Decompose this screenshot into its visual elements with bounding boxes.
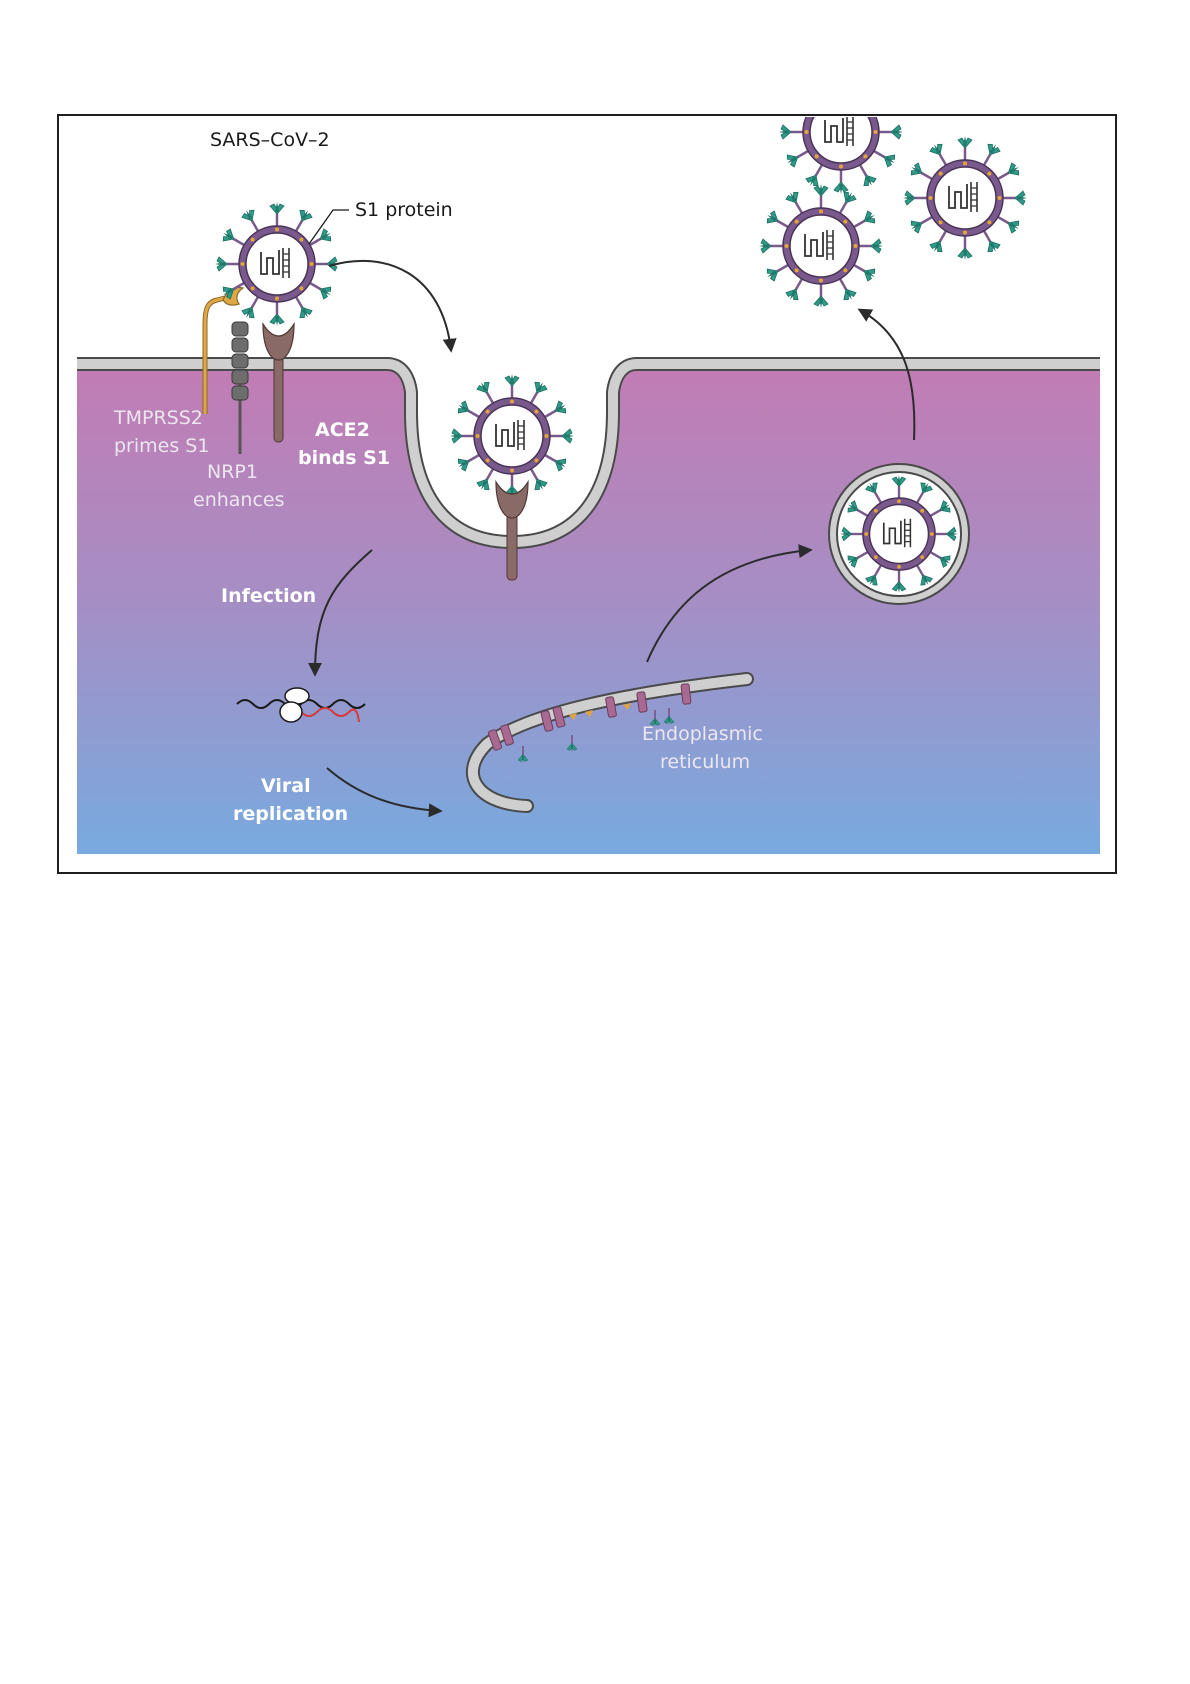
ace2-receptor-icon — [495, 479, 529, 581]
endosome-icon — [828, 463, 970, 605]
tmprss2-label: TMPRSS2 — [113, 407, 203, 429]
arrow-icon — [857, 308, 916, 441]
ace2-receptor-icon — [262, 321, 295, 443]
er-label-sub: reticulum — [660, 751, 750, 773]
er-icon — [465, 672, 754, 813]
ace2-label: ACE2 — [315, 419, 370, 441]
s1-protein-label: S1 protein — [355, 199, 453, 221]
infection-label: Infection — [221, 585, 316, 607]
er-label: Endoplasmic — [642, 723, 763, 745]
viral-replication-label-sub: replication — [233, 803, 348, 825]
s1-leader-line — [308, 209, 349, 245]
infection-diagram: SARS–CoV–2 S1 protein TMPRSS2 primes S1 … — [57, 114, 1117, 874]
ribosome-icon — [236, 687, 366, 723]
arrow-icon — [308, 549, 373, 677]
tmprss2-label-sub: primes S1 — [114, 435, 209, 457]
diagram-canvas: SARS–CoV–2 S1 protein TMPRSS2 primes S1 … — [57, 114, 1117, 874]
cell-cytoplasm — [77, 366, 1100, 854]
viral-replication-label: Viral — [261, 775, 311, 797]
arrow-icon — [646, 544, 813, 663]
arrow-icon — [326, 767, 443, 818]
nrp1-receptor-icon — [231, 321, 249, 454]
figure-title: SARS–CoV–2 — [210, 129, 330, 151]
ace2-label-sub: binds S1 — [298, 447, 390, 469]
arrow-icon — [328, 259, 457, 353]
nrp1-label: NRP1 — [207, 461, 258, 483]
nrp1-label-sub: enhances — [193, 489, 285, 511]
